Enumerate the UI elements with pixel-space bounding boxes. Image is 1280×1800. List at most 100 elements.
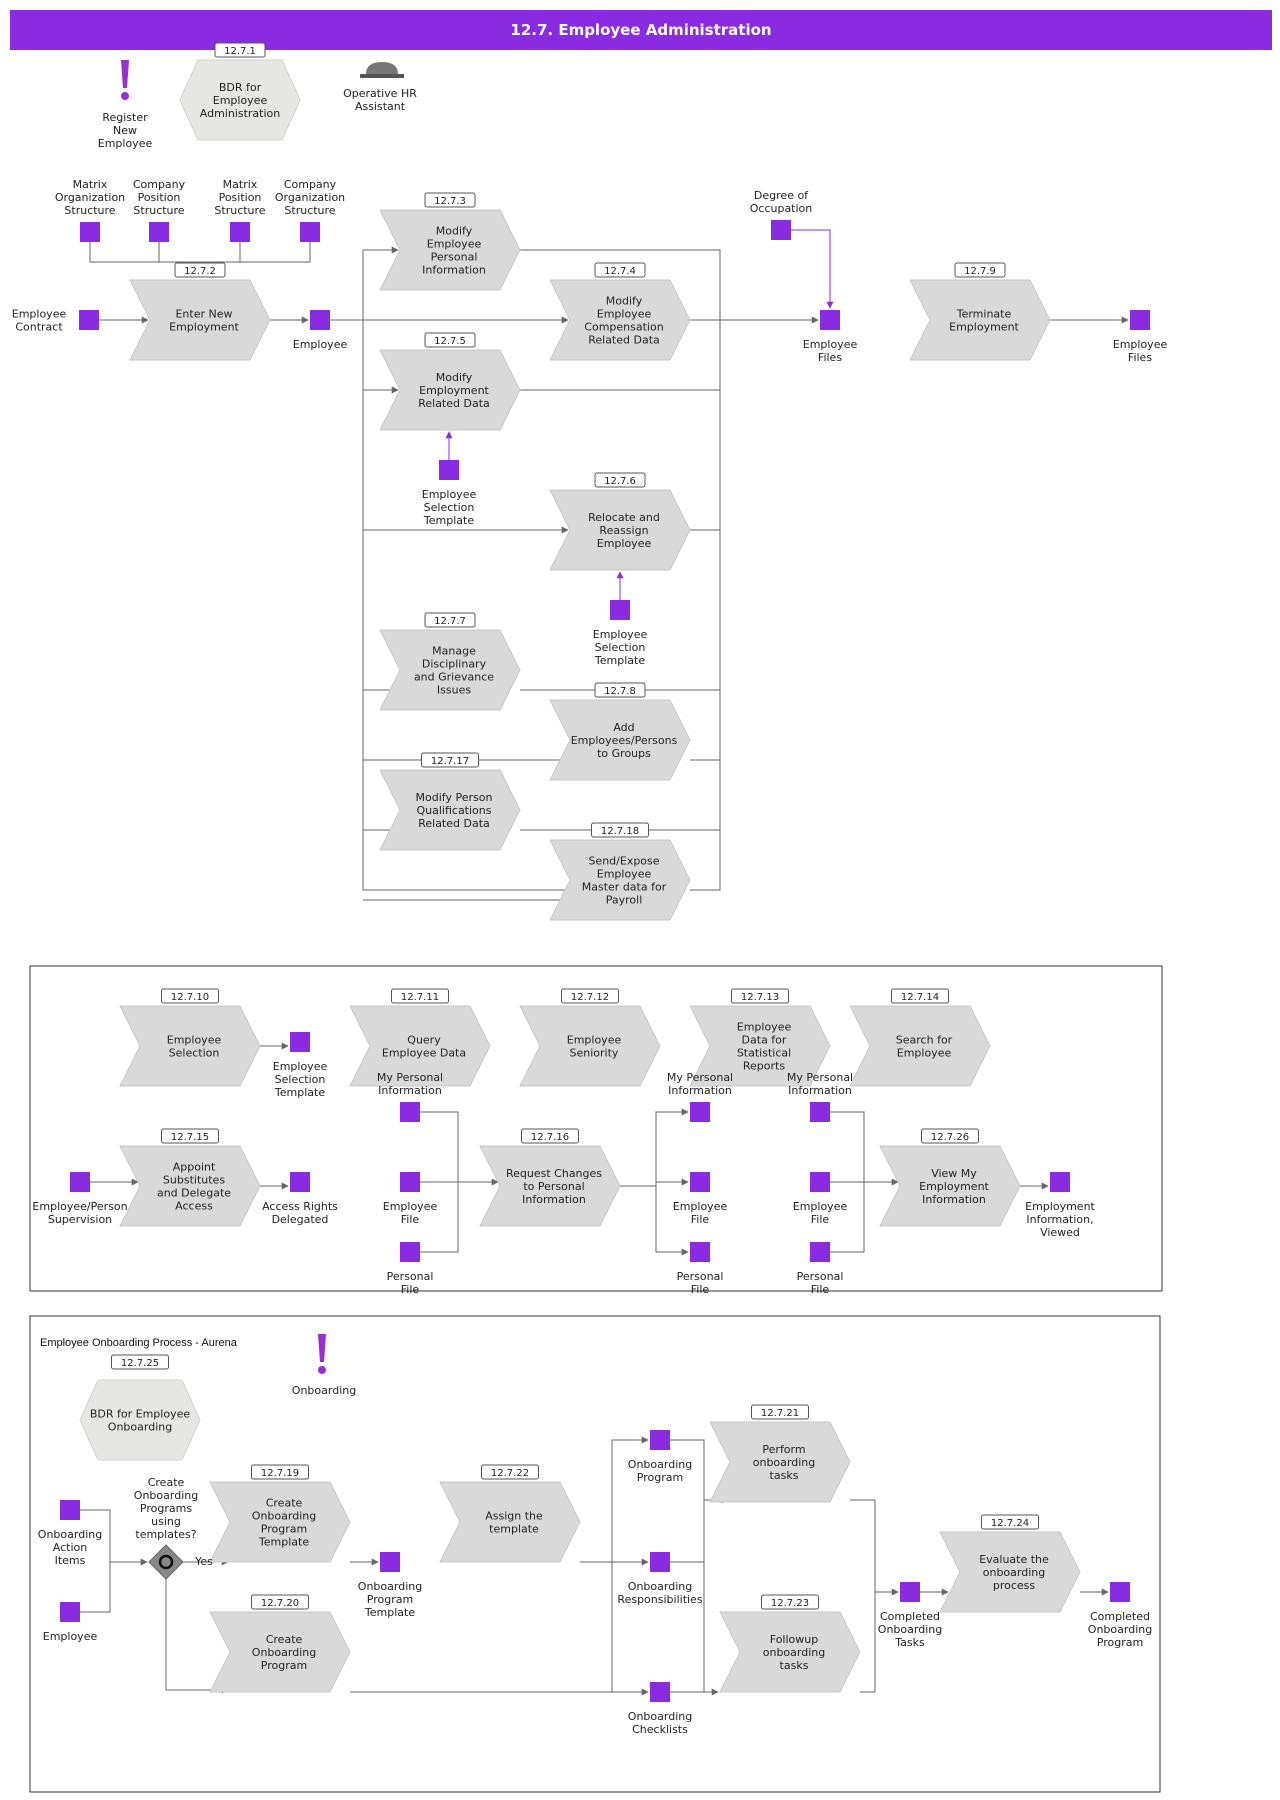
- data-object-9[interactable]: [820, 310, 840, 330]
- data-object-31[interactable]: [1110, 1582, 1130, 1602]
- process-id-19: 12.7.22: [491, 1468, 529, 1479]
- process-chevron-1[interactable]: [379, 209, 521, 291]
- data-object-25[interactable]: [60, 1602, 80, 1622]
- data-object-15[interactable]: [400, 1172, 420, 1192]
- process-id-8: 12.7.18: [601, 826, 639, 837]
- data-object-10[interactable]: [1130, 310, 1150, 330]
- connector-35: [655, 1186, 689, 1256]
- process-chevron-20[interactable]: [209, 1611, 351, 1693]
- data-object-22[interactable]: [810, 1242, 830, 1262]
- data-object-14[interactable]: [400, 1102, 420, 1122]
- data-object-27[interactable]: [650, 1430, 670, 1450]
- process-chevron-16[interactable]: [479, 1145, 621, 1227]
- data-object-11[interactable]: [290, 1032, 310, 1052]
- process-chevron-15[interactable]: [119, 1145, 261, 1227]
- data-object-12[interactable]: [70, 1172, 90, 1192]
- process-chevron-3[interactable]: [379, 349, 521, 431]
- process-chevron-23[interactable]: [939, 1531, 1081, 1613]
- process-chevron-5[interactable]: [379, 629, 521, 711]
- process-chevron-11[interactable]: [349, 1005, 491, 1087]
- process-id-14-box: [891, 988, 949, 1004]
- process-chevron-7[interactable]: [379, 769, 521, 851]
- process-id-18-box: [251, 1464, 309, 1480]
- data-object-23[interactable]: [1050, 1172, 1070, 1192]
- process-chevron-10[interactable]: [119, 1005, 261, 1087]
- process-id-16-box: [521, 1128, 579, 1144]
- data-object-7[interactable]: [610, 600, 630, 620]
- data-object-19[interactable]: [690, 1242, 710, 1262]
- process-id-3-box: [424, 332, 476, 348]
- process-chevron-19[interactable]: [439, 1481, 581, 1563]
- process-chevron-2[interactable]: [549, 279, 691, 361]
- process-id-6: 12.7.8: [604, 686, 636, 697]
- data-object-17[interactable]: [690, 1102, 710, 1122]
- process-chevron-8[interactable]: [549, 839, 691, 921]
- data-object-4[interactable]: [79, 310, 99, 330]
- process-chevron-13[interactable]: [689, 1005, 831, 1087]
- data-object-26[interactable]: [380, 1552, 400, 1572]
- data-object-label-5: Employee: [293, 338, 348, 351]
- process-id-14: 12.7.14: [901, 992, 939, 1003]
- process-chevron-21[interactable]: [709, 1421, 851, 1503]
- bdr-employee-onboarding-id: 12.7.25: [121, 1358, 159, 1369]
- data-object-8[interactable]: [771, 220, 791, 240]
- data-object-2[interactable]: [230, 222, 250, 242]
- connector-15: [520, 249, 721, 891]
- data-object-3[interactable]: [300, 222, 320, 242]
- process-chevron-18[interactable]: [209, 1481, 351, 1563]
- process-chevron-12[interactable]: [519, 1005, 661, 1087]
- gateway-shape[interactable]: [148, 1544, 184, 1580]
- process-id-21: 12.7.21: [761, 1408, 799, 1419]
- data-object-30[interactable]: [900, 1582, 920, 1602]
- bdr-employee-administration-id: 12.7.1: [224, 46, 256, 57]
- process-id-13: 12.7.13: [741, 992, 779, 1003]
- data-object-28[interactable]: [650, 1552, 670, 1572]
- data-object-24[interactable]: [60, 1500, 80, 1520]
- data-object-29[interactable]: [650, 1682, 670, 1702]
- data-object-label-25: Employee: [43, 1630, 98, 1643]
- data-object-0[interactable]: [80, 222, 100, 242]
- process-id-15-box: [161, 1128, 219, 1144]
- data-object-5[interactable]: [310, 310, 330, 330]
- process-id-9: 12.7.9: [964, 266, 996, 277]
- data-object-18[interactable]: [690, 1172, 710, 1192]
- data-object-21[interactable]: [810, 1172, 830, 1192]
- process-id-22-box: [761, 1594, 819, 1610]
- data-object-6[interactable]: [439, 460, 459, 480]
- data-object-1[interactable]: [149, 222, 169, 242]
- process-chevron-9[interactable]: [909, 279, 1051, 361]
- process-chevron-17[interactable]: [879, 1145, 1021, 1227]
- gateway-inner-circle: [158, 1554, 174, 1570]
- connector-43: [165, 1579, 229, 1694]
- process-chevron-6[interactable]: [549, 699, 691, 781]
- bdr-employee-administration[interactable]: [179, 59, 301, 141]
- bdr-employee-onboarding[interactable]: [79, 1379, 201, 1461]
- connector-46: [611, 1436, 649, 1562]
- onboarding-event-icon-stem: [318, 1334, 326, 1362]
- process-id-11: 12.7.11: [401, 992, 439, 1003]
- onboarding-event-icon-dot: [318, 1366, 326, 1374]
- process-chevron-4[interactable]: [549, 489, 691, 571]
- data-object-13[interactable]: [290, 1172, 310, 1192]
- process-chevron-0[interactable]: [129, 279, 271, 361]
- process-chevron-14[interactable]: [849, 1005, 991, 1087]
- data-object-16[interactable]: [400, 1242, 420, 1262]
- data-object-20[interactable]: [810, 1102, 830, 1122]
- process-chevron-22[interactable]: [719, 1611, 861, 1693]
